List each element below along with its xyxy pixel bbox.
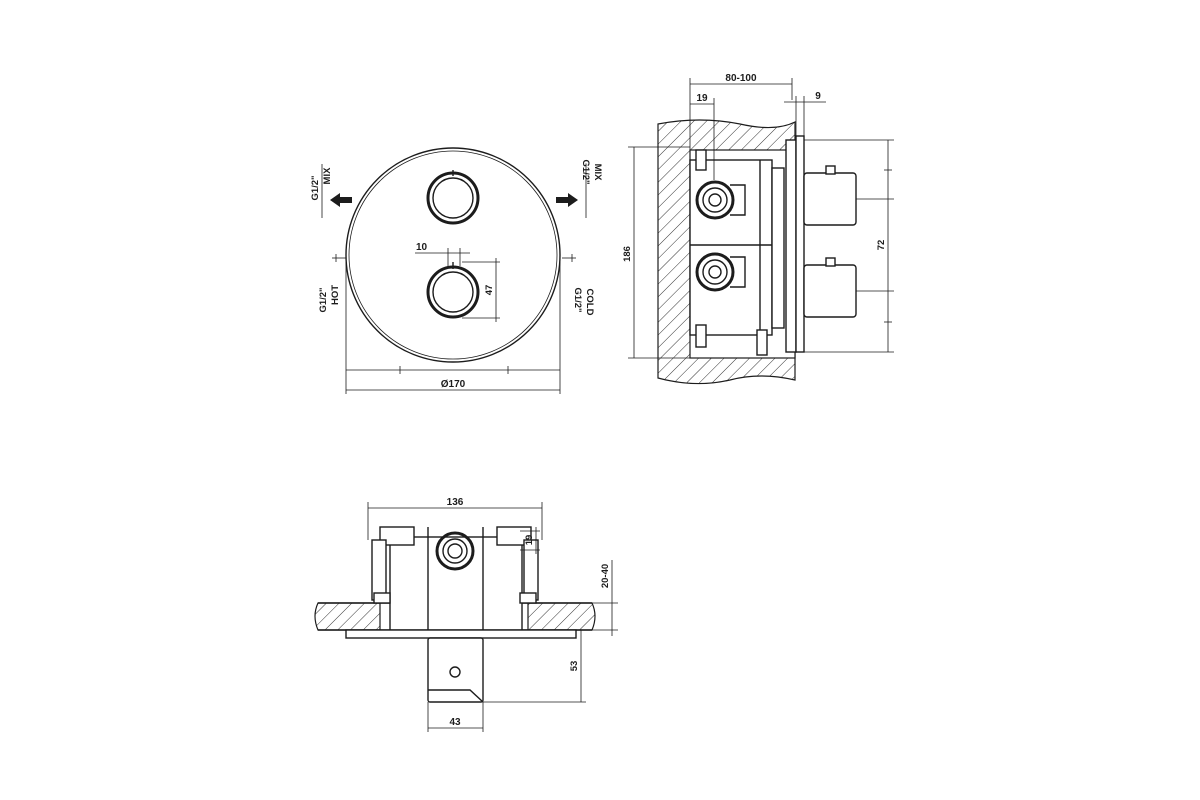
cover-plate-profile [795,135,805,353]
dim-diameter: Ø170 [345,256,561,394]
dim-wall-label: 20-40 [600,564,611,588]
dim-width: 136 [367,497,543,540]
inlet-right-type: COLD [584,289,595,316]
dim-knob-spacing-label: 72 [876,240,887,251]
front-view: 10 47 G1/2" MIX G1/2" MIX G1/2" [310,147,603,394]
dim-knob-height: 47 [462,258,500,322]
dim-knob-spacing: 72 [804,139,894,353]
dim-depth: 80-100 [689,73,793,150]
dim-diameter-label: Ø170 [441,379,466,390]
dim-width-label: 136 [447,497,464,508]
inlet-left-type: HOT [330,285,341,305]
dim-knob-offset-label: 10 [416,242,428,253]
outlet-right-type: MIX [592,164,603,182]
dim-depth-label: 80-100 [725,73,757,84]
outlet-right: G1/2" MIX [556,159,603,218]
dim-knob-height-label: 47 [484,285,495,296]
upper-knob [426,170,480,225]
valve-box [689,139,797,356]
outlet-left: G1/2" MIX [310,164,352,218]
outlet-right-size: G1/2" [580,159,591,184]
side-knob-upper [803,165,857,226]
dim-inset-label: 19 [696,93,708,104]
arrow-right-icon [556,193,578,207]
dim-pipe: 19 [520,527,540,554]
inlet-left-size: G1/2" [318,287,329,312]
dim-plate: 9 [784,91,826,136]
top-view: 136 19 20-40 53 43 [314,497,618,732]
dim-knob-width: 43 [427,702,484,732]
dim-inset: 19 [690,93,715,180]
knob-top [427,637,484,703]
dim-pipe-label: 19 [524,535,535,546]
cover-plate-edge [348,150,558,360]
inlet-left: G1/2" HOT [318,254,346,313]
lower-knob [426,262,480,319]
inlet-right-size: G1/2" [572,287,583,312]
arrow-left-icon [330,193,352,207]
side-knob-lower [803,257,857,318]
dim-plate-label: 9 [815,91,821,102]
dim-wall: 20-40 [592,560,618,636]
dim-knob-depth: 53 [483,629,586,703]
outlet-left-type: MIX [322,167,333,185]
dim-knob-width-label: 43 [449,717,461,728]
outlet-left-size: G1/2" [310,175,321,200]
inlet-right: G1/2" COLD [562,254,595,316]
side-view: 80-100 19 9 186 [622,73,894,385]
dim-height: 186 [622,146,690,359]
dim-height-label: 186 [622,246,633,262]
cover-plate [345,147,561,363]
cover-plate-top [345,629,577,639]
wall-top-section [314,602,381,631]
dim-knob-offset: 10 [415,242,470,266]
dim-knob-depth-label: 53 [569,661,580,672]
valve-box-top [371,526,539,631]
